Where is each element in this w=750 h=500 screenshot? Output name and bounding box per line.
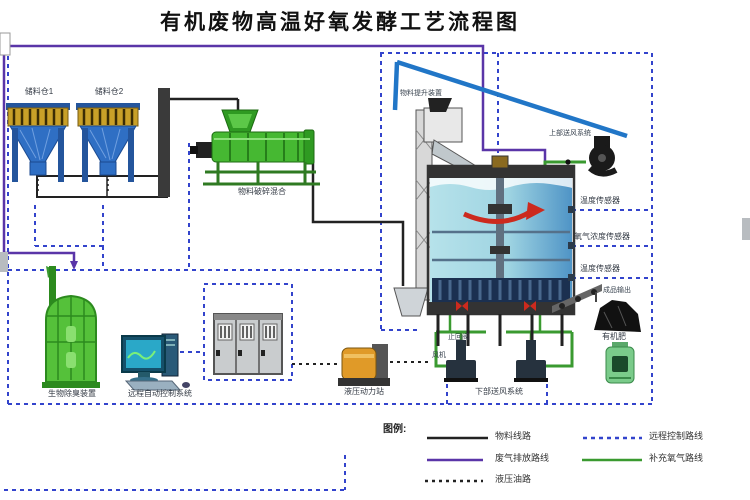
legend-remote-label: 远程控制路线 [649, 431, 704, 441]
fermentation-tank [426, 155, 576, 346]
biological-deodorizer [42, 266, 100, 388]
legend-waste-gas-label: 废气排放路线 [495, 453, 550, 463]
edge-artifacts [0, 32, 750, 272]
check-valve-label: 止回阀 [448, 334, 469, 341]
diagram-title: 有机废物高温好氧发酵工艺流程图 [160, 11, 520, 34]
hopper-1-label: 储料仓1 [24, 87, 54, 96]
storage-hopper-1 [6, 103, 70, 182]
storage-hopper-2 [76, 103, 140, 182]
sensor-temp-lower-label: 温度传感器 [580, 264, 620, 273]
legend-oxygen-label: 补充氧气路线 [649, 453, 704, 463]
legend-hydraulic-label: 液压油路 [495, 474, 532, 484]
fan-label: 风机 [432, 352, 446, 359]
upper-air-fan-icon [587, 136, 618, 177]
product-output-conveyor [552, 284, 602, 313]
hopper-2-label: 储料仓2 [94, 87, 124, 96]
roof-line [392, 59, 628, 139]
hydraulic-station-label: 液压动力站 [344, 387, 384, 396]
control-computer [121, 333, 190, 391]
hydraulic-power-station [338, 344, 390, 386]
crusher-mixer [190, 109, 320, 186]
sensor-temp-upper-label: 温度传感器 [580, 196, 620, 205]
hydraulic-lines [292, 361, 428, 365]
legend-material-label: 物料线路 [495, 431, 532, 441]
product-output-label: 成品输出 [603, 287, 631, 294]
compost-pile [594, 300, 641, 332]
control-cabinet [213, 313, 283, 375]
legend-title: 图例: [383, 424, 407, 435]
lower-air-fan-1-icon [444, 340, 478, 382]
organic-fertilizer-label: 有机肥 [602, 332, 626, 341]
sensor-oxygen-label: 氧气浓度传感器 [574, 232, 630, 241]
lower-air-fan-2-icon [514, 340, 548, 382]
lower-air-label: 下部送风系统 [475, 387, 523, 396]
feed-elevator-column [158, 88, 170, 197]
control-system-label: 远程自动控制系统 [128, 389, 192, 398]
legend-samples [425, 436, 642, 483]
rotation-arrow-icon [462, 209, 532, 225]
mixer-label: 物料破碎混合 [238, 187, 286, 196]
deodorizer-label: 生物除臭装置 [48, 389, 96, 398]
upper-air-label: 上部送风系统 [549, 130, 591, 137]
fertilizer-bag [605, 342, 635, 384]
remote-control-lines [4, 40, 653, 491]
elevator-label: 物料提升装置 [400, 90, 442, 97]
